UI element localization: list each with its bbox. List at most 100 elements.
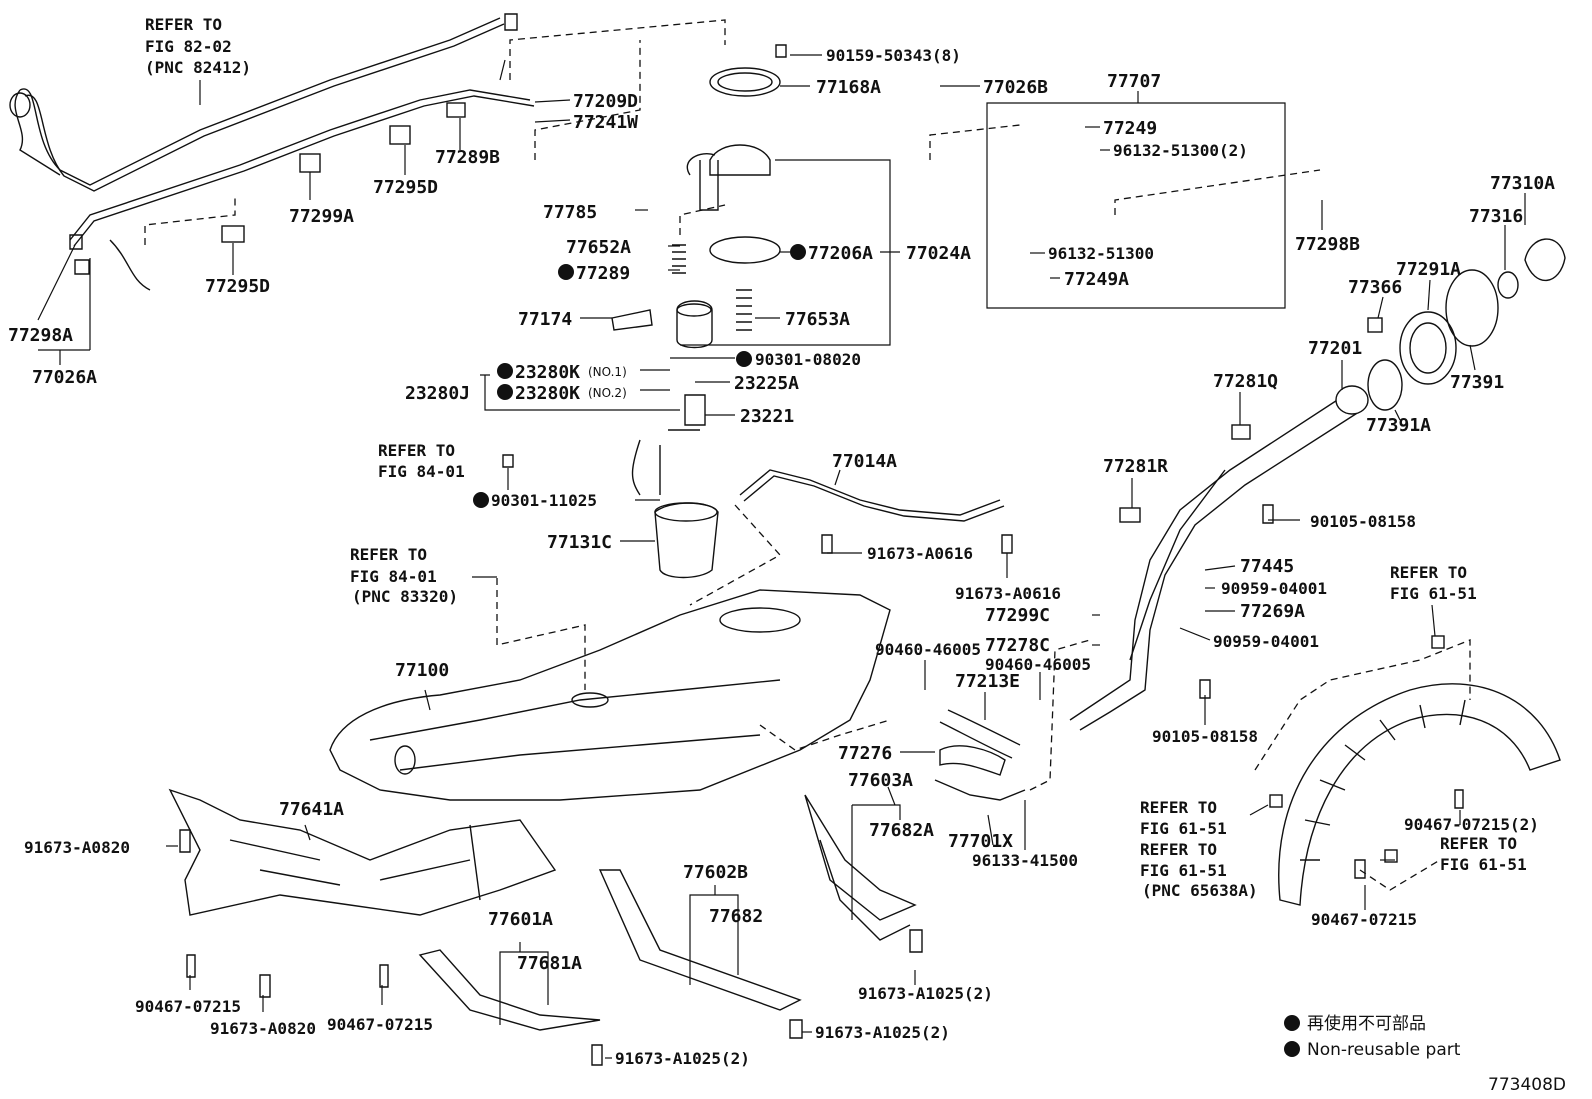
part-91673-A0820-a[interactable]: 91673-A0820 bbox=[24, 838, 130, 857]
part-90105-08158-a[interactable]: 90105-08158 bbox=[1310, 512, 1416, 531]
part-77653A[interactable]: 77653A bbox=[785, 309, 850, 330]
part-77276[interactable]: 77276 bbox=[838, 743, 892, 764]
part-77269A[interactable]: 77269A bbox=[1240, 601, 1305, 622]
part-96132-51300-2[interactable]: 96132-51300(2) bbox=[1113, 141, 1248, 160]
ref-fig-82-02-line1[interactable]: REFER TO bbox=[145, 15, 222, 34]
diagram-code: 773408D bbox=[1488, 1075, 1566, 1095]
leader-lines bbox=[37, 54, 1526, 1059]
part-77201[interactable]: 77201 bbox=[1308, 338, 1362, 359]
part-77316[interactable]: 77316 bbox=[1469, 206, 1523, 227]
ref-fig-84-01-a-line2[interactable]: FIG 84-01 bbox=[378, 462, 465, 481]
part-77249[interactable]: 77249 bbox=[1103, 118, 1157, 139]
part-77289[interactable]: 77289 bbox=[576, 263, 630, 284]
part-77295D-a[interactable]: 77295D bbox=[373, 177, 438, 198]
part-96132-51300[interactable]: 96132-51300 bbox=[1048, 244, 1154, 263]
part-91673-A0820-b[interactable]: 91673-A0820 bbox=[210, 1019, 316, 1038]
part-77366[interactable]: 77366 bbox=[1348, 277, 1402, 298]
ref-fig-61-51-b-line1[interactable]: REFER TO bbox=[1140, 798, 1217, 817]
legend-dot-jp bbox=[1284, 1015, 1300, 1031]
part-77281Q[interactable]: 77281Q bbox=[1213, 371, 1278, 392]
part-77289B[interactable]: 77289B bbox=[435, 147, 500, 168]
part-77298B[interactable]: 77298B bbox=[1295, 234, 1360, 255]
part-91673-A1025-a[interactable]: 91673-A1025(2) bbox=[615, 1049, 750, 1068]
part-77249A[interactable]: 77249A bbox=[1064, 269, 1129, 290]
part-77168A[interactable]: 77168A bbox=[816, 77, 881, 98]
part-77707[interactable]: 77707 bbox=[1107, 71, 1161, 92]
part-77131C[interactable]: 77131C bbox=[547, 532, 612, 553]
ref-fig-61-51-d-line2[interactable]: FIG 61-51 bbox=[1440, 855, 1527, 874]
part-77026B[interactable]: 77026B bbox=[983, 77, 1048, 98]
part-90467-07215-a[interactable]: 90467-07215 bbox=[135, 997, 241, 1016]
clip-77281Q bbox=[1231, 424, 1251, 440]
ref-fig-84-01-b-line2[interactable]: FIG 84-01 bbox=[350, 567, 437, 586]
ref-fig-61-51-c-line1[interactable]: REFER TO bbox=[1140, 840, 1217, 859]
part-96133-41500[interactable]: 96133-41500 bbox=[972, 851, 1078, 870]
fender-clip bbox=[1269, 794, 1283, 808]
fender-liner-ribs bbox=[1300, 699, 1466, 861]
part-77391[interactable]: 77391 bbox=[1450, 372, 1504, 393]
housing-77291A-inner bbox=[1409, 322, 1447, 374]
part-77603A[interactable]: 77603A bbox=[848, 770, 913, 791]
part-91673-A0616-b[interactable]: 91673-A0616 bbox=[955, 584, 1061, 603]
part-23225A[interactable]: 23225A bbox=[734, 373, 799, 394]
part-77445[interactable]: 77445 bbox=[1240, 556, 1294, 577]
ref-fig-61-51-b-line2[interactable]: FIG 61-51 bbox=[1140, 819, 1227, 838]
part-77682A[interactable]: 77682A bbox=[869, 820, 934, 841]
part-90301-11025[interactable]: 90301-11025 bbox=[491, 491, 597, 510]
fender-clip-3 bbox=[1431, 635, 1445, 649]
ref-fig-61-51-c-line2[interactable]: FIG 61-51 bbox=[1140, 861, 1227, 880]
part-90959-04001-b[interactable]: 90959-04001 bbox=[1213, 632, 1319, 651]
part-23280K-no1[interactable]: 23280K bbox=[515, 362, 580, 383]
part-77295D-b[interactable]: 77295D bbox=[205, 276, 270, 297]
ref-fig-61-51-a-line2[interactable]: FIG 61-51 bbox=[1390, 584, 1477, 603]
part-77014A[interactable]: 77014A bbox=[832, 451, 897, 472]
part-77174[interactable]: 77174 bbox=[518, 309, 572, 330]
part-23280K-no2[interactable]: 23280K bbox=[515, 383, 580, 404]
part-23221[interactable]: 23221 bbox=[740, 406, 794, 427]
part-77024A[interactable]: 77024A bbox=[906, 243, 971, 264]
part-23280J[interactable]: 23280J bbox=[405, 383, 470, 404]
ref-fig-84-01-b-line1[interactable]: REFER TO bbox=[350, 545, 427, 564]
part-91673-A1025-c[interactable]: 91673-A1025(2) bbox=[858, 984, 993, 1003]
part-77213E[interactable]: 77213E bbox=[955, 671, 1020, 692]
part-90105-08158-b[interactable]: 90105-08158 bbox=[1152, 727, 1258, 746]
part-91673-A1025-b[interactable]: 91673-A1025(2) bbox=[815, 1023, 950, 1042]
part-90159-50343[interactable]: 90159-50343(8) bbox=[826, 46, 961, 65]
part-77241W[interactable]: 77241W bbox=[573, 112, 638, 133]
part-77641A[interactable]: 77641A bbox=[279, 799, 344, 820]
pump-leads bbox=[631, 429, 700, 496]
part-77682[interactable]: 77682 bbox=[709, 906, 763, 927]
part-77209D[interactable]: 77209D bbox=[573, 91, 638, 112]
part-77281R[interactable]: 77281R bbox=[1103, 456, 1168, 477]
part-77601A[interactable]: 77601A bbox=[488, 909, 553, 930]
part-77278C[interactable]: 77278C bbox=[985, 635, 1050, 656]
part-77391A[interactable]: 77391A bbox=[1366, 415, 1431, 436]
part-77785[interactable]: 77785 bbox=[543, 202, 597, 223]
part-90460-46005-a[interactable]: 90460-46005 bbox=[875, 640, 981, 659]
part-77701X[interactable]: 77701X bbox=[948, 831, 1013, 852]
part-77298A[interactable]: 77298A bbox=[8, 325, 73, 346]
part-77026A[interactable]: 77026A bbox=[32, 367, 97, 388]
part-90301-08020[interactable]: 90301-08020 bbox=[755, 350, 861, 369]
part-77681A[interactable]: 77681A bbox=[517, 953, 582, 974]
part-91673-A0616-a[interactable]: 91673-A0616 bbox=[867, 544, 973, 563]
part-77100[interactable]: 77100 bbox=[395, 660, 449, 681]
retainer-ring bbox=[709, 67, 781, 97]
ref-fig-82-02-line2[interactable]: FIG 82-02 bbox=[145, 37, 232, 56]
hose-77213E bbox=[939, 709, 1021, 759]
part-77299C[interactable]: 77299C bbox=[985, 605, 1050, 626]
part-90467-07215-2[interactable]: 90467-07215(2) bbox=[1404, 815, 1539, 834]
part-77206A[interactable]: 77206A bbox=[808, 243, 873, 264]
ref-fig-61-51-a-line1[interactable]: REFER TO bbox=[1390, 563, 1467, 582]
ref-fig-84-01-a-line1[interactable]: REFER TO bbox=[378, 441, 455, 460]
part-77652A[interactable]: 77652A bbox=[566, 237, 631, 258]
part-77602B[interactable]: 77602B bbox=[683, 862, 748, 883]
part-90959-04001-a[interactable]: 90959-04001 bbox=[1221, 579, 1327, 598]
part-77299A[interactable]: 77299A bbox=[289, 206, 354, 227]
part-90467-07215-b[interactable]: 90467-07215 bbox=[327, 1015, 433, 1034]
part-77310A[interactable]: 77310A bbox=[1490, 173, 1555, 194]
part-90467-07215-c[interactable]: 90467-07215 bbox=[1311, 910, 1417, 929]
part-77291A[interactable]: 77291A bbox=[1396, 259, 1461, 280]
ref-fig-61-51-d-line1[interactable]: REFER TO bbox=[1440, 834, 1517, 853]
part-90460-46005-b[interactable]: 90460-46005 bbox=[985, 655, 1091, 674]
